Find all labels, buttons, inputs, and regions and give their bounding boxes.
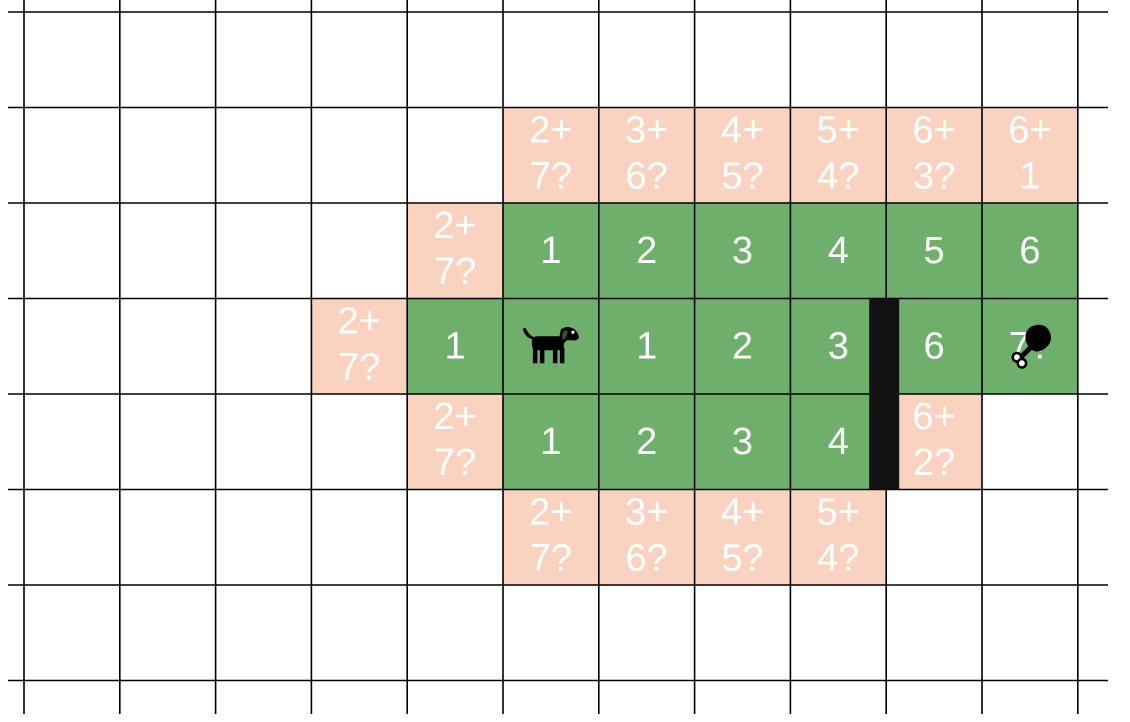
cell-label: 3 [828, 325, 849, 367]
cell-label: 7? [338, 346, 380, 388]
frontier-cell [982, 107, 1078, 203]
cell-label: 3+ [625, 491, 668, 533]
cell-label: 2? [913, 442, 955, 484]
frontier-cell [407, 203, 503, 299]
cell-label: 4+ [721, 491, 764, 533]
cell-label: 7? [530, 155, 572, 197]
dog-icon [522, 326, 579, 364]
cell-label: 3+ [625, 109, 668, 151]
cell-label: 3 [732, 421, 753, 463]
cell-label: 1 [1019, 155, 1040, 197]
frontier-cell [790, 489, 887, 585]
wall-layer [869, 298, 900, 490]
cell-label: 4? [817, 537, 859, 579]
cell-label: 2 [732, 325, 753, 367]
cell-label: 4? [817, 155, 859, 197]
cell-label: 7? [434, 442, 476, 484]
visited-cell [503, 394, 599, 490]
cell-label: 3? [913, 155, 955, 197]
cell-label: 3 [732, 230, 753, 272]
visited-cell [407, 298, 503, 394]
visited-cell [790, 203, 887, 299]
visited-cell [982, 203, 1078, 299]
cell-label: 6? [626, 155, 668, 197]
visited-cell [886, 203, 982, 299]
cell-label: 5? [721, 537, 763, 579]
visited-cell [886, 298, 982, 394]
cell-label: 2 [636, 230, 657, 272]
cell-label: 2 [636, 421, 657, 463]
cell-label: 5+ [817, 109, 860, 151]
cell-label: 5? [721, 155, 763, 197]
visited-cell [598, 298, 695, 394]
cell-label: 2+ [433, 205, 476, 247]
cell-label: 1 [540, 230, 561, 272]
cell-label: 1 [636, 325, 657, 367]
frontier-cell [886, 394, 982, 490]
chicken-leg-icon [1011, 324, 1052, 369]
cell-label: 6+ [912, 396, 955, 438]
cell-label: 2+ [529, 109, 572, 151]
frontier-cell [407, 394, 503, 490]
visited-cell [694, 298, 791, 394]
grid-lines [8, 0, 1108, 714]
frontier-cell [598, 107, 695, 203]
cell-label: 1 [540, 421, 561, 463]
visited-cell [694, 394, 791, 490]
cell-label: 4 [828, 230, 849, 272]
frontier-cell [503, 107, 599, 203]
frontier-cell [694, 107, 791, 203]
cell-layer [311, 107, 1078, 585]
visited-cell [694, 203, 791, 299]
cell-label: 7? [434, 251, 476, 293]
cell-label: 6? [626, 537, 668, 579]
cell-label: 2+ [433, 396, 476, 438]
cell-label: 6 [924, 325, 945, 367]
wall [869, 298, 900, 490]
frontier-cell [598, 489, 695, 585]
cell-label: 6+ [1008, 109, 1051, 151]
visited-cell [598, 394, 695, 490]
frontier-cell [790, 107, 887, 203]
frontier-cell [886, 107, 982, 203]
cell-label: 1 [445, 325, 466, 367]
visited-cell [598, 203, 695, 299]
frontier-cell [694, 489, 791, 585]
cell-label: 2+ [338, 300, 381, 342]
cell-label: 6 [1019, 230, 1040, 272]
frontier-cell [503, 489, 599, 585]
cell-label: 2+ [529, 491, 572, 533]
cell-label: 4 [828, 421, 849, 463]
cell-label: 5+ [817, 491, 860, 533]
cell-label: 4+ [721, 109, 764, 151]
frontier-cell [311, 298, 408, 394]
cell-label: 6+ [912, 109, 955, 151]
cell-label: 5 [924, 230, 945, 272]
icon-layer [522, 324, 1052, 369]
visited-cell [503, 203, 599, 299]
cell-label: 7? [530, 537, 572, 579]
